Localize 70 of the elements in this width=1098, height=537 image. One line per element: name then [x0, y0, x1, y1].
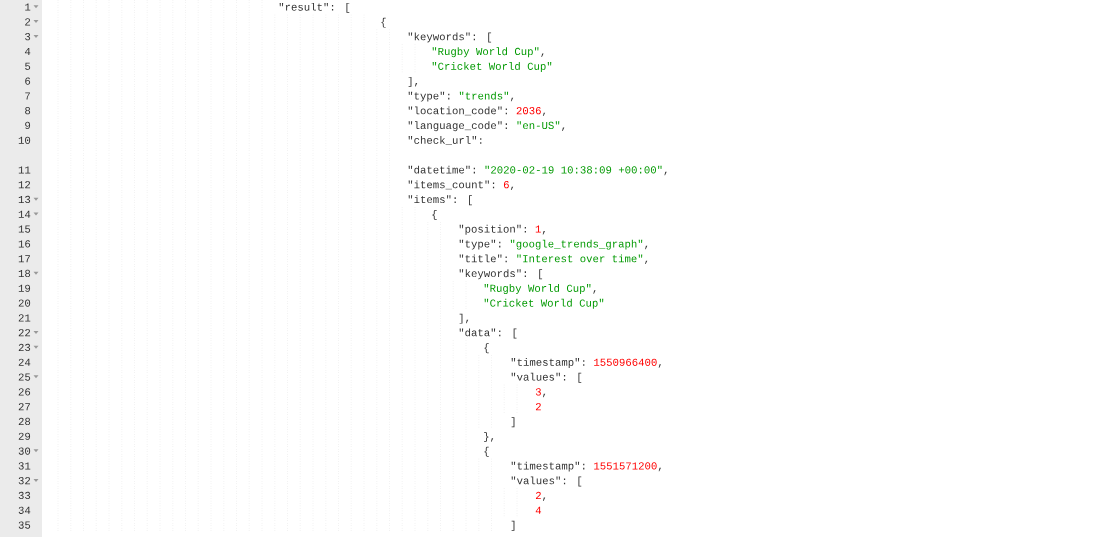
line-number: 24 — [18, 358, 31, 366]
line-number: 4 — [24, 48, 31, 55]
line-number: 34 — [18, 506, 31, 514]
code-line: "items": [ — [408, 195, 472, 206]
line-number: 31 — [18, 462, 31, 470]
line-number: 22 — [18, 329, 31, 337]
line-number: 19 — [18, 284, 31, 292]
line-number: 8 — [25, 107, 31, 115]
code-line: "values": [ — [511, 476, 582, 487]
code-line: "Rugby World Cup" , — [484, 284, 596, 294]
code-line: ], — [408, 76, 418, 87]
code-line: ] — [511, 417, 515, 428]
code-line: "items_count": 6 , — [408, 180, 514, 191]
line-number: 33 — [18, 491, 31, 500]
line-number: 28 — [18, 417, 31, 426]
line-number: 27 — [18, 403, 30, 411]
code-line: "Cricket World Cup" — [484, 298, 604, 309]
line-number: 14 — [18, 210, 31, 218]
code-line: "keywords": [ — [408, 32, 492, 43]
code-line: ], — [459, 313, 469, 324]
code-line: 2 , — [535, 491, 546, 501]
code-line: "result": [ — [279, 2, 350, 13]
code-line: { — [484, 446, 489, 457]
code-line: "data": [ — [459, 328, 517, 339]
code-line: "timestamp": 1551571200 , — [511, 461, 661, 472]
code-line: "location_code": 2036 , — [408, 106, 546, 117]
line-number: 10 — [18, 136, 31, 144]
line-number: 18 — [18, 269, 31, 278]
line-number: 1 — [25, 3, 31, 11]
line-number: 7 — [25, 92, 30, 100]
line-number: 35 — [18, 521, 31, 529]
line-number: 25 — [18, 373, 31, 381]
code-line: "language_code": "en-US" , — [408, 121, 565, 132]
code-line: "timestamp": 1550966400 , — [511, 358, 661, 368]
line-number: 15 — [18, 225, 31, 233]
code-line: "check_url": — [408, 136, 482, 145]
line-number: 29 — [18, 432, 31, 440]
line-number: 16 — [18, 240, 31, 248]
code-line: "position": 1 , — [459, 224, 545, 235]
code-line: { — [381, 17, 386, 28]
code-line: "type": "trends" , — [408, 91, 514, 102]
line-number: 6 — [25, 77, 31, 85]
code-line: { — [484, 343, 489, 354]
code-line: "type": "google_trends_graph" , — [459, 239, 648, 250]
code-line: ] — [511, 520, 515, 531]
line-number: 26 — [18, 388, 31, 396]
line-number: 20 — [18, 299, 31, 307]
line-number: 3 — [25, 33, 31, 41]
line-number: 13 — [18, 195, 31, 204]
code-line: }, — [484, 432, 494, 442]
line-number: 17 — [18, 255, 30, 263]
code-line: "Cricket World Cup" — [432, 62, 552, 72]
line-number: 12 — [18, 181, 31, 189]
line-number: 2 — [25, 18, 31, 26]
line-number: 32 — [18, 477, 31, 485]
line-number: 11 — [18, 166, 31, 174]
line-number: 23 — [18, 343, 31, 352]
line-number: 21 — [18, 314, 31, 322]
line-number: 30 — [18, 447, 31, 455]
code-line: "keywords": [ — [459, 269, 543, 280]
code-line: 2 — [535, 403, 541, 411]
code-line: "Rugby World Cup" , — [432, 47, 544, 58]
code-line: "title": "Interest over time" , — [459, 254, 648, 265]
code-line: "datetime": "2020-02-19 10:38:09 +00:00" , — [408, 165, 667, 176]
line-number: 5 — [25, 62, 31, 70]
line-number: 9 — [25, 121, 31, 130]
code-line: 4 — [535, 506, 542, 514]
code-line: 3 , — [535, 388, 546, 398]
code-line: { — [432, 210, 437, 220]
code-line: "values": [ — [511, 372, 582, 383]
